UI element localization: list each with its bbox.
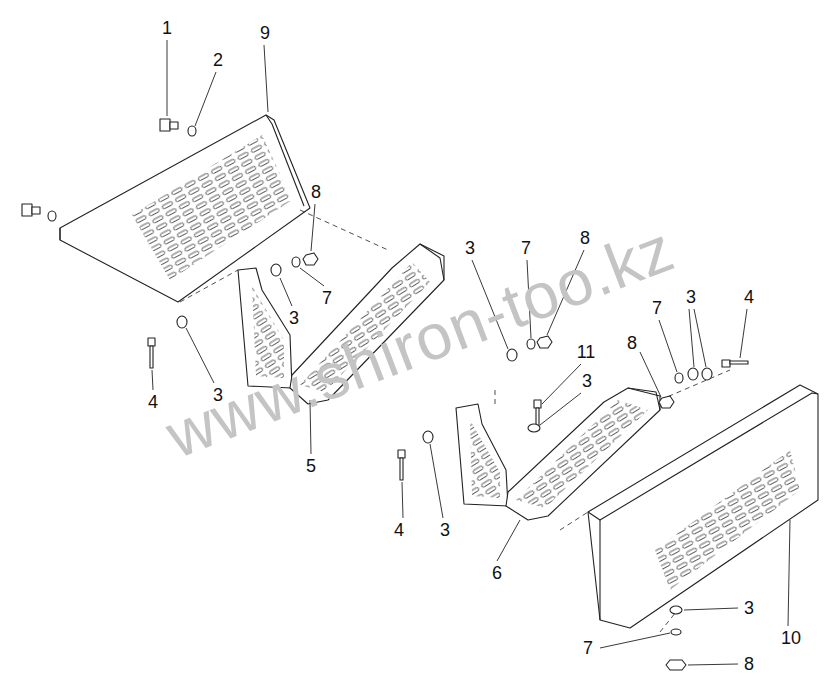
callout-number: 5: [306, 457, 316, 475]
callout-number: 3: [744, 599, 754, 617]
callout-number: 3: [465, 239, 475, 257]
callout-number: 9: [260, 24, 270, 42]
callout-number: 4: [148, 393, 158, 411]
callout-number: 3: [213, 386, 223, 404]
callout-number: 10: [781, 629, 801, 647]
callout-number: 3: [582, 372, 592, 390]
callout-number: 2: [213, 51, 223, 69]
callout-number: 7: [322, 289, 332, 307]
callout-number: 8: [627, 334, 637, 352]
callout-number: 8: [311, 183, 321, 201]
callout-number: 6: [492, 564, 502, 582]
callout-number: 11: [577, 343, 596, 361]
callout-number: 3: [686, 288, 696, 306]
callout-number: 7: [652, 299, 662, 317]
callout-number: 7: [521, 239, 531, 257]
callout-number: 3: [289, 309, 299, 327]
callout-number: 8: [580, 229, 590, 247]
callout-number: 3: [440, 521, 450, 539]
callout-number: 4: [744, 288, 754, 306]
callout-number: 7: [583, 639, 593, 657]
callout-number: 1: [162, 19, 172, 37]
callout-number: 4: [394, 521, 404, 539]
callout-number: 8: [744, 655, 754, 673]
